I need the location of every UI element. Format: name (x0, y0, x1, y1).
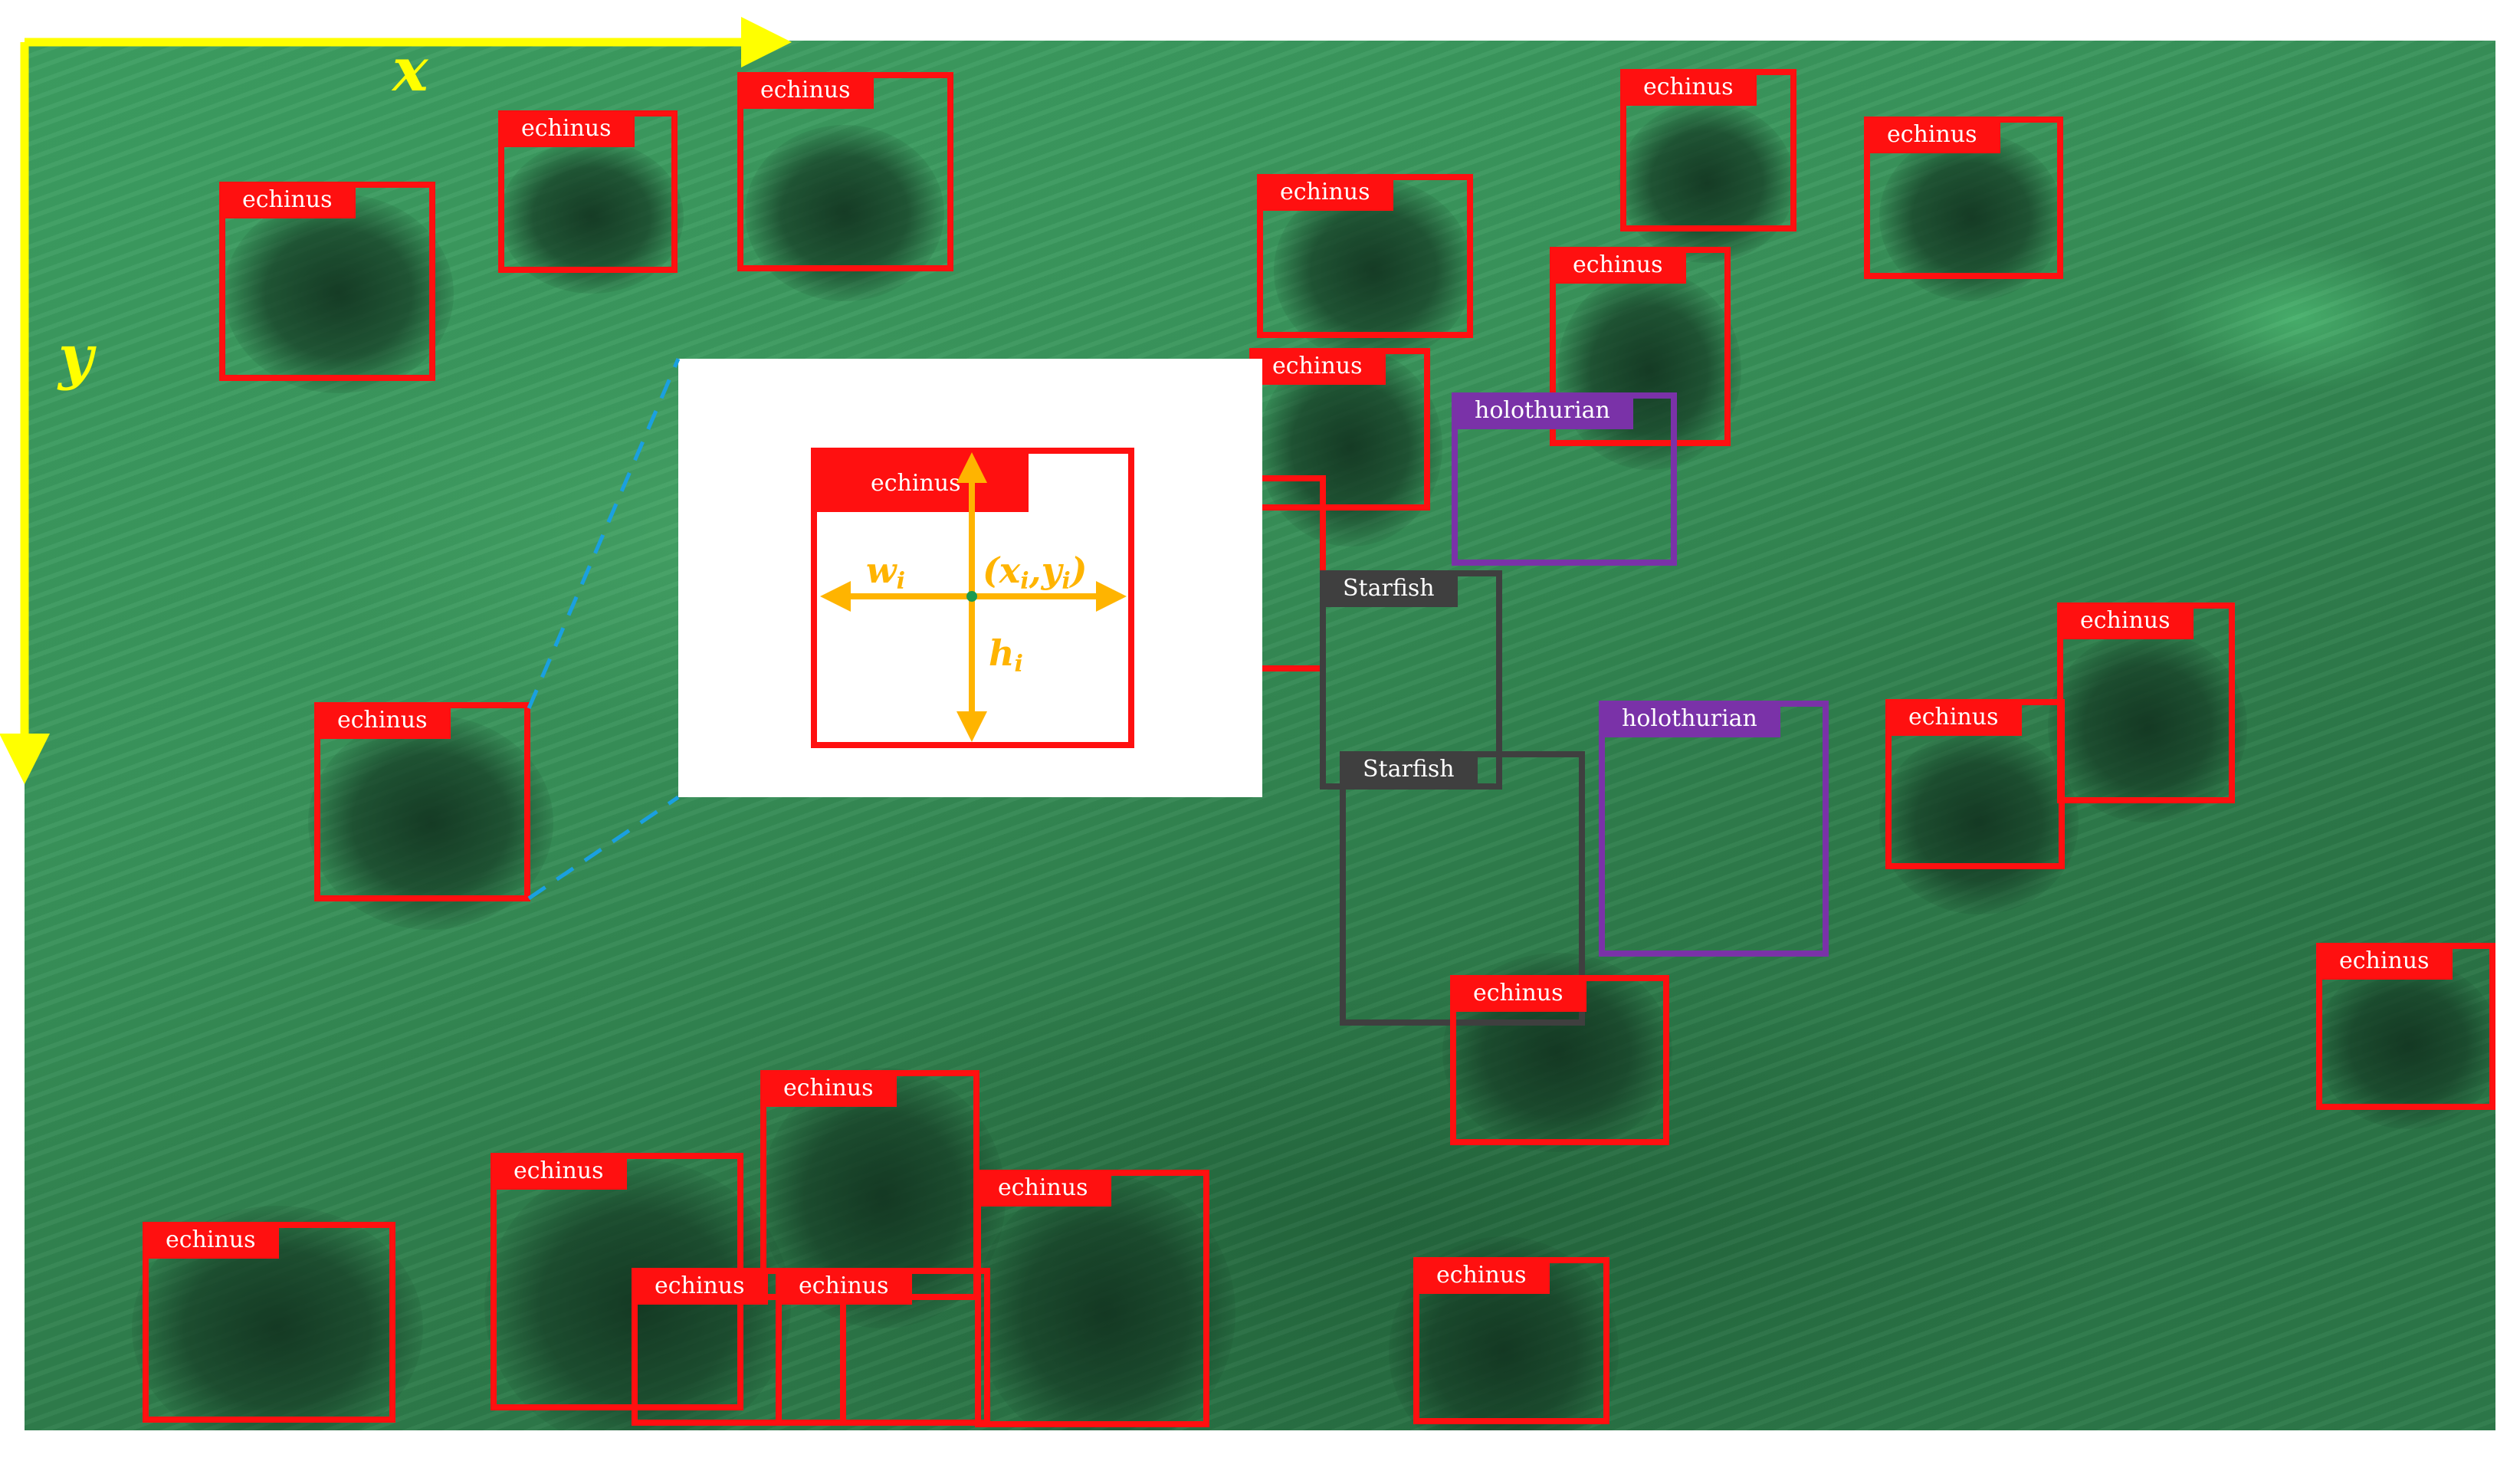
height-label: hi (989, 632, 1023, 678)
detection-label: echinus (1620, 69, 1757, 106)
detection-box-echinus: echinus (219, 182, 435, 381)
echinus-shape (975, 1175, 1235, 1430)
center-label: (xi,yi) (983, 550, 1088, 595)
detection-label: echinus (1249, 348, 1386, 385)
detection-label: echinus (1450, 975, 1586, 1012)
detection-box-echinus: echinus (1864, 117, 2063, 279)
x-axis-label: x (391, 35, 429, 105)
center-point (966, 591, 977, 602)
detection-label: echinus (491, 1153, 627, 1190)
detection-box-echinus: echinus (1450, 975, 1669, 1145)
detection-box-echinus: echinus (1413, 1257, 1609, 1424)
echinus-shape (2316, 960, 2495, 1129)
detection-label: echinus (1550, 247, 1686, 284)
detection-label: echinus (975, 1170, 1111, 1207)
detection-box-echinus: echinus (1620, 69, 1796, 231)
detection-box-echinus: echinus (2057, 602, 2235, 803)
detection-box-echinus: echinus (314, 702, 530, 901)
detection-box-echinus: echinus (975, 1170, 1209, 1427)
echinus-shape (308, 715, 553, 930)
detection-box-echinus: echinus (1885, 699, 2065, 869)
detection-label: echinus (1257, 174, 1393, 211)
detection-box-holothurian: holothurian (1452, 392, 1677, 566)
detection-box-echinus: echinus (1257, 174, 1473, 338)
inset-label-tag (811, 448, 1029, 512)
detection-label: echinus (1413, 1257, 1550, 1294)
detection-box-holothurian: holothurian (1599, 701, 1829, 957)
detection-box-echinus: echinus (491, 1153, 743, 1410)
detection-box-echinus: echinus (632, 1268, 846, 1426)
detection-label: holothurian (1599, 701, 1780, 737)
detection-box-starfish: Starfish (1340, 751, 1585, 1026)
detection-label: echinus (632, 1268, 768, 1305)
inset-connector-bottom (527, 795, 680, 901)
echinus-shape (1557, 271, 1741, 470)
detection-label: echinus (1864, 117, 2000, 153)
detection-box-echinus: echinus (737, 72, 953, 271)
detection-label: echinus (737, 72, 874, 109)
detection-label: echinus (1885, 699, 2022, 736)
detection-label: echinus (760, 1070, 897, 1107)
detection-label: echinus (498, 110, 635, 147)
detection-box-echinus: echinus (2316, 943, 2495, 1110)
detection-label: echinus (2057, 602, 2194, 639)
y-axis-label: y (57, 322, 97, 392)
detection-label: echinus (314, 702, 451, 739)
detection-box-echinus: echinus (776, 1268, 990, 1426)
detection-box-echinus: echinus (143, 1222, 395, 1423)
detection-label: echinus (219, 182, 356, 218)
echinus-shape (1619, 102, 1795, 263)
echinus-shape (1879, 730, 2079, 914)
detection-label: echinus (143, 1222, 279, 1259)
detection-label: echinus (2316, 943, 2453, 980)
width-label: wi (866, 550, 905, 595)
detection-box-echinus: echinus (1550, 247, 1731, 446)
inset-connector-top (527, 358, 681, 709)
detection-label: Starfish (1320, 570, 1458, 607)
detection-label: Starfish (1340, 751, 1478, 788)
detection-box-echinus: echinus (498, 110, 678, 273)
detection-label: holothurian (1452, 392, 1633, 429)
detection-label: echinus (776, 1268, 912, 1305)
echinus-shape (745, 125, 944, 301)
echinus-shape (224, 194, 454, 393)
echinus-shape (2048, 631, 2247, 822)
inset-label: echinus (871, 470, 961, 497)
